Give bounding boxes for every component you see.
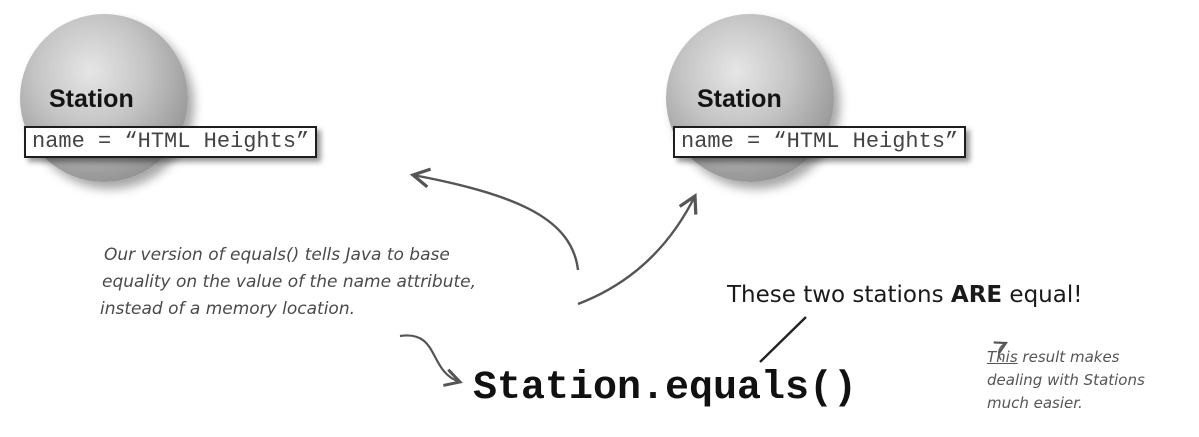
annotation-line: Our version of equals() tells Java to ba… <box>104 245 450 265</box>
note-pointer-arrow <box>993 341 1008 361</box>
object-class-name: Station <box>697 85 782 113</box>
annotation-line: equality on the value of the name attrib… <box>102 272 476 292</box>
equals-explanation-annotation: Our version of equals() tells Java to ba… <box>100 242 476 323</box>
method-call-label: Station.equals() <box>473 366 858 411</box>
side-note-underlined-word: This <box>987 348 1018 366</box>
headline-text-before: These two stations <box>727 282 951 308</box>
side-note: This result makes dealing with Stations … <box>987 346 1145 415</box>
headline-emphasis: ARE <box>950 282 1003 308</box>
annotation-line: instead of a memory location. <box>100 299 355 319</box>
equality-headline: These two stations ARE equal! <box>727 282 1082 308</box>
object-name-attribute: name = “HTML Heights” <box>673 126 967 158</box>
side-note-line: This result makes <box>987 346 1145 369</box>
side-note-line: dealing with Stations <box>987 371 1145 389</box>
side-note-line-rest: result makes <box>1017 348 1120 366</box>
arrow-to-right-object <box>577 193 698 306</box>
arrow-to-left-object <box>409 167 580 271</box>
object-class-name: Station <box>49 85 134 113</box>
connector-line <box>759 316 807 363</box>
arrow-to-method-call <box>399 334 463 387</box>
headline-text-after: equal! <box>1002 282 1083 308</box>
side-note-line: much easier. <box>987 394 1083 412</box>
object-name-attribute: name = “HTML Heights” <box>24 126 318 158</box>
